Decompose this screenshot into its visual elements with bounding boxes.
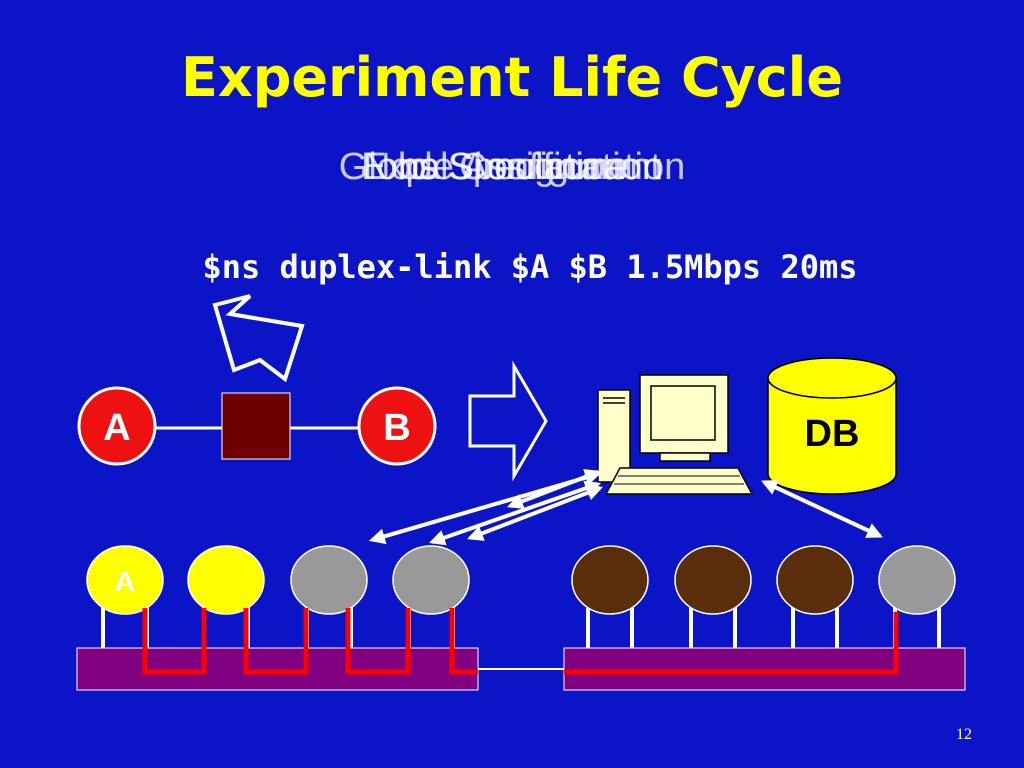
duplex-link-box	[221, 392, 291, 460]
subtitle-layer: Exp. Specification	[360, 146, 664, 188]
testbed-node	[878, 545, 956, 615]
node-b	[357, 386, 437, 466]
database-label: DB	[805, 413, 860, 455]
page-number: 12	[956, 726, 972, 743]
subtitle-layer: Node Assignment	[363, 146, 661, 188]
subtitle-overlapping: Global Configuration Node Assignment Exp…	[0, 146, 1024, 196]
experiment-wire	[564, 612, 899, 675]
node-a-label: A	[103, 407, 130, 449]
computer-icon	[597, 374, 754, 495]
testbed-node-a-label: A	[115, 566, 135, 597]
node-a	[77, 386, 157, 466]
testbed-node	[86, 545, 164, 615]
slide-title: Experiment Life Cycle	[181, 46, 843, 109]
testbed-node	[674, 545, 752, 615]
arrow-right-icon	[468, 360, 548, 482]
testbed-nodes	[86, 545, 956, 648]
control-arrows	[368, 469, 883, 546]
switch-right	[563, 647, 966, 691]
experiment-wire	[142, 608, 478, 675]
arrow-to-link-icon	[212, 294, 305, 383]
ns-command: $ns duplex-link $A $B 1.5Mbps 20ms	[202, 248, 858, 286]
testbed-node	[571, 545, 649, 615]
switch-left	[76, 647, 479, 691]
node-b-label: B	[383, 407, 410, 449]
subtitle-layer: ns Simulation	[397, 146, 627, 188]
testbed-node	[290, 545, 368, 615]
testbed-node	[187, 545, 265, 615]
testbed-node	[392, 545, 470, 615]
subtitle-layer: Global Configuration	[338, 146, 686, 188]
testbed-node	[776, 545, 854, 615]
